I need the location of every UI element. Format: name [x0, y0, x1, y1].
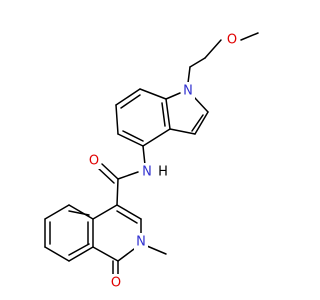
bond-iq-n-methyl — [146, 245, 167, 255]
atom-labels: O N N H O N O — [87, 31, 239, 291]
bond-benzo-c5-c6 — [44, 204, 70, 220]
bond-iq-c4-c3-double — [116, 210, 138, 224]
amide-h-bg — [157, 163, 169, 180]
isoquinolinone-n-bg — [134, 233, 148, 250]
methoxy-o-label: O — [227, 33, 237, 48]
indole-n-label: N — [183, 84, 193, 99]
bond-amide-n-carbonyl-c — [117, 171, 139, 180]
amide-h-label: H — [158, 165, 168, 180]
bond-benz-c5-c4-double — [122, 130, 144, 142]
amide-n-bg — [140, 163, 154, 180]
bond-iq-c1-c8a — [92, 246, 119, 262]
bond-benz-c7-c6-double — [120, 94, 141, 109]
bond-indole-c3-c3a — [169, 128, 196, 135]
bond-indole-c2-c3-double — [191, 114, 204, 132]
bond-benzo-c4a-c5-double — [68, 210, 90, 216]
bond-benzo-c4a-c5 — [68, 204, 94, 220]
amide-o-bg — [87, 152, 101, 169]
amide-n-label: N — [142, 165, 152, 180]
bond-iq-c4-c3 — [116, 204, 142, 220]
bond-iq-c4a-c4 — [92, 204, 118, 220]
bond-carbonyl-c-ring — [116, 178, 119, 206]
bond-benzo-c7-c8 — [44, 246, 70, 262]
bond-benz-c6-c5 — [115, 104, 119, 135]
bonds — [44, 32, 259, 278]
bond-benz-c7-c6 — [115, 88, 141, 106]
bond-carbonyl-c-o — [101, 163, 119, 180]
bond-benz-c3a-c7a-double — [161, 102, 166, 127]
ketone-o-label: O — [111, 276, 121, 291]
bond-carbonyl-c-o-double — [97, 167, 115, 184]
bond-ch2-ch2 — [189, 57, 206, 68]
bond-methyl-methoxy-o — [240, 32, 259, 41]
indole-n-bg — [181, 82, 195, 99]
bond-c4-amide-n — [142, 145, 146, 166]
bond-benz-c5-c4 — [117, 133, 144, 147]
methoxy-o-bg — [225, 31, 239, 48]
bond-indole-c3a-c7a — [165, 98, 171, 130]
bond-indole-n-c2 — [193, 96, 209, 113]
bond-ch2-indole-n — [187, 66, 191, 84]
bond-benzo-c8-c8a-double — [68, 243, 90, 256]
amide-o-label: O — [89, 154, 99, 169]
molecule-structure: O N N H O N O — [44, 31, 259, 291]
isoquinolinone-n-label: N — [136, 235, 146, 250]
bond-benz-c7a-c7 — [139, 88, 167, 100]
bond-indole-c7a-n — [165, 92, 181, 100]
bond-iq-n-c1 — [117, 248, 135, 262]
bond-methoxy-o-ch2 — [204, 39, 222, 59]
ketone-o-bg — [109, 274, 123, 291]
bond-benzo-c8-c8a — [68, 246, 94, 262]
bond-benz-c4-c3a — [142, 128, 171, 147]
bond-indole-c2-c3 — [194, 111, 209, 135]
